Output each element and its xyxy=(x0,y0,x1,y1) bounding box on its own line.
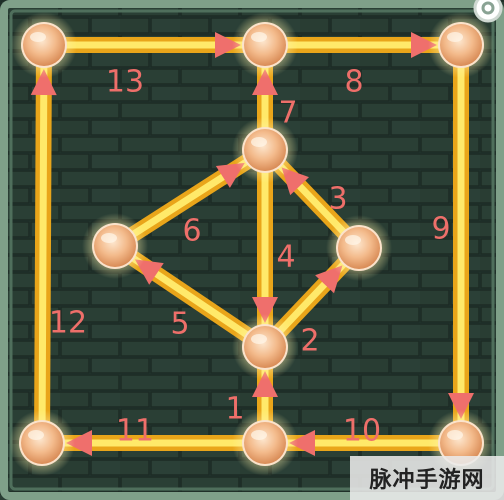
node-highlight xyxy=(251,430,267,440)
node-highlight xyxy=(447,430,463,440)
direction-arrow-icon xyxy=(134,259,164,285)
node-left-middle[interactable] xyxy=(82,213,148,279)
step-number-label: 6 xyxy=(182,214,201,249)
node-highlight xyxy=(251,334,267,344)
step-number-label: 2 xyxy=(300,324,319,359)
step-number-label: 11 xyxy=(116,414,154,449)
direction-arrow-icon xyxy=(215,32,241,58)
step-number-label: 7 xyxy=(278,96,297,131)
direction-arrow-icon xyxy=(448,393,474,419)
step-number-label: 9 xyxy=(431,212,450,247)
direction-arrow-icon xyxy=(252,69,278,95)
step-number-label: 13 xyxy=(106,65,144,100)
direction-arrow-icon xyxy=(315,265,343,294)
node-ball xyxy=(244,326,286,368)
node-top-left[interactable] xyxy=(11,12,77,78)
node-ball xyxy=(338,227,380,269)
settings-gear-icon[interactable] xyxy=(473,0,503,23)
puzzle-nodes xyxy=(9,12,494,476)
node-highlight xyxy=(101,233,117,243)
step-number-label: 5 xyxy=(170,307,189,342)
direction-arrows xyxy=(30,32,474,456)
direction-arrow-icon xyxy=(411,32,437,58)
node-highlight xyxy=(345,235,361,245)
node-highlight xyxy=(447,32,463,42)
step-number-label: 8 xyxy=(344,65,363,100)
step-number-label: 10 xyxy=(343,414,381,449)
direction-arrow-icon xyxy=(252,297,278,323)
step-number-label: 1 xyxy=(225,392,244,427)
direction-arrow-icon xyxy=(252,371,278,397)
board-frame-inner xyxy=(9,9,495,491)
node-right-middle[interactable] xyxy=(326,215,392,281)
direction-arrow-icon xyxy=(30,68,57,96)
step-number-label: 12 xyxy=(49,306,87,341)
node-highlight xyxy=(251,32,267,42)
node-highlight xyxy=(251,137,267,147)
node-highlight xyxy=(30,32,46,42)
direction-arrow-icon xyxy=(281,167,309,196)
node-upper-center[interactable] xyxy=(232,117,298,183)
node-top-center[interactable] xyxy=(232,12,298,78)
node-ball xyxy=(244,422,286,464)
node-bottom-center[interactable] xyxy=(232,410,298,476)
path-segment xyxy=(38,41,48,447)
step-number-label: 4 xyxy=(276,240,295,275)
step-number-label: 3 xyxy=(328,182,347,217)
direction-arrow-icon xyxy=(66,430,92,456)
node-bottom-left[interactable] xyxy=(9,410,75,476)
node-lower-center[interactable] xyxy=(232,314,298,380)
node-top-right[interactable] xyxy=(428,12,494,78)
node-ball xyxy=(23,24,65,66)
node-ball xyxy=(244,24,286,66)
node-ball xyxy=(21,422,63,464)
watermark-text: 脉冲手游网 xyxy=(350,456,504,500)
node-highlight xyxy=(28,430,44,440)
node-ball xyxy=(244,129,286,171)
direction-arrow-icon xyxy=(289,430,315,456)
node-ball xyxy=(440,24,482,66)
direction-arrow-icon xyxy=(215,162,245,188)
node-ball xyxy=(94,225,136,267)
